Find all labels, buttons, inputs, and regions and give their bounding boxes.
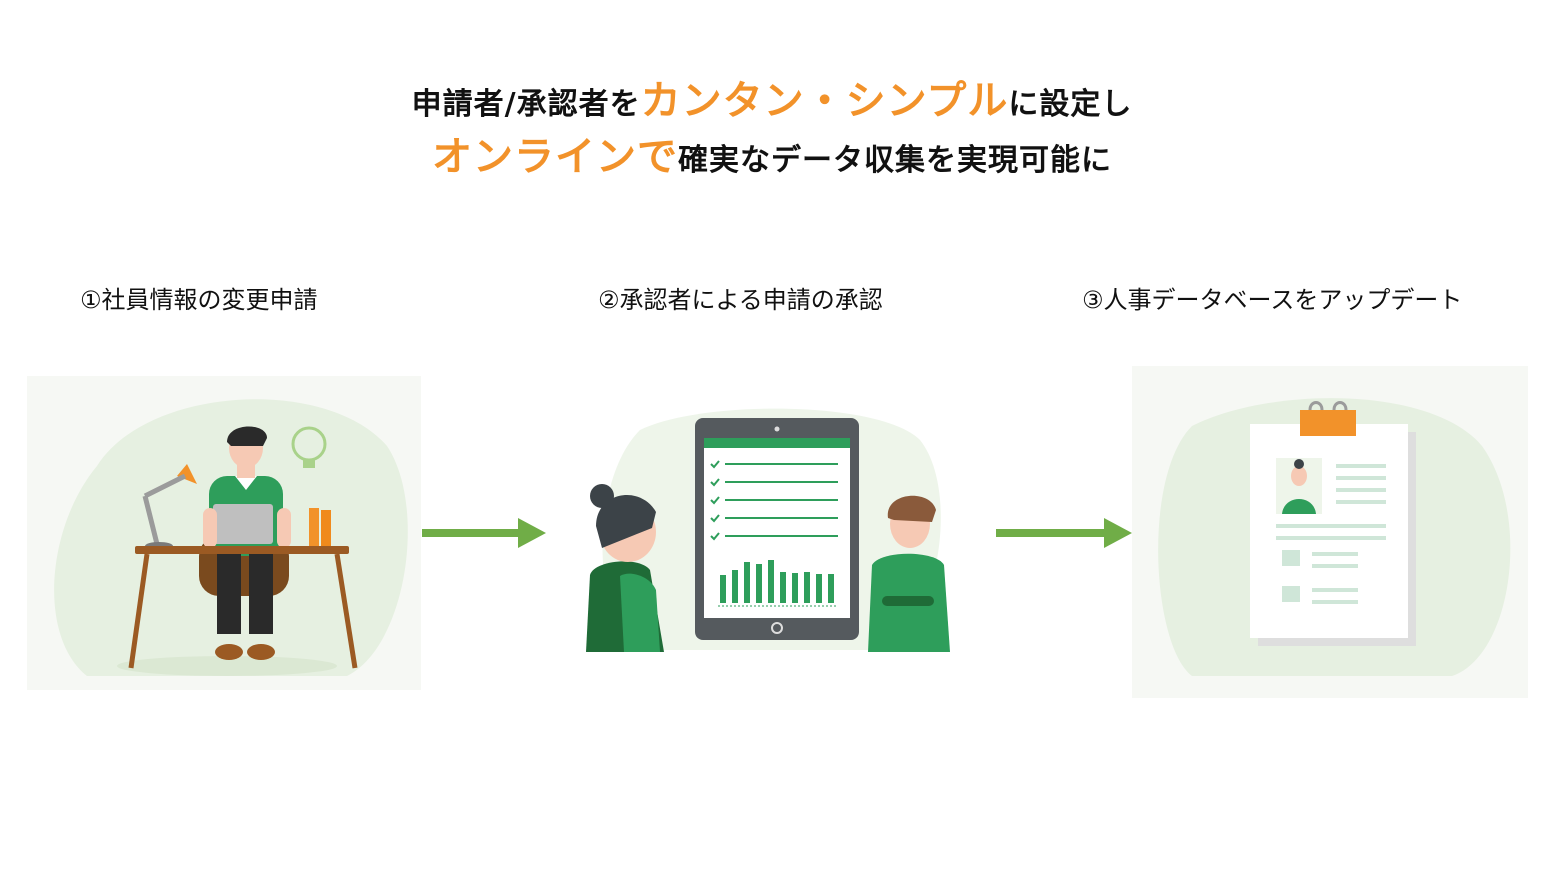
headline-highlight: オンラインで — [432, 134, 678, 180]
headline-text: に設定し — [1008, 87, 1133, 122]
headline-line-2: オンラインで確実なデータ収集を実現可能に — [0, 124, 1544, 182]
arrow-right-icon — [996, 518, 1132, 548]
headline-text: 確実なデータ収集を実現可能に — [678, 143, 1112, 178]
headline-highlight: カンタン・シンプル — [640, 78, 1009, 124]
headline-text: 申請者/承認者を — [411, 87, 641, 122]
step-2-label: ②承認者による申請の承認 — [598, 286, 883, 314]
headline-line-1: 申請者/承認者をカンタン・シンプルに設定し — [0, 68, 1544, 126]
arrow-right-icon — [422, 518, 546, 548]
employee-record-document-illustration — [1132, 366, 1528, 698]
tablet-approval-illustration — [586, 408, 950, 652]
person-at-desk-illustration — [27, 376, 421, 690]
step-3-label: ③人事データベースをアップデート — [1082, 286, 1463, 314]
step-1-label: ①社員情報の変更申請 — [80, 286, 318, 314]
